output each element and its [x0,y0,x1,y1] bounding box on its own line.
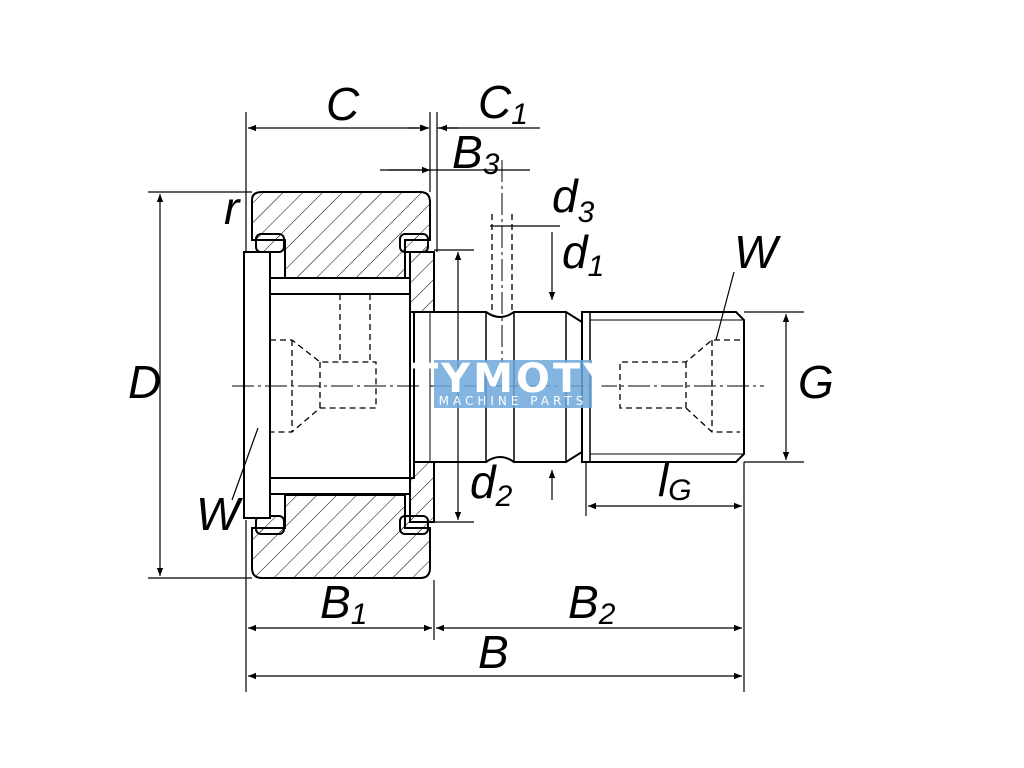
label-d3: d3 [552,170,595,229]
label-lG: lG [658,454,692,507]
watermark: TYMOTY MACHINE PARTS [411,356,615,408]
label-G: G [798,356,834,408]
watermark-subtitle: MACHINE PARTS [439,394,588,408]
label-B2: B2 [568,576,616,631]
watermark-box [434,360,592,408]
extension-lines [148,112,804,692]
outer-ring [251,191,431,579]
leader-lines [231,271,735,501]
label-B3: B3 [452,126,500,181]
labels: C C1 B3 d3 d1 W r D G d2 lG W B1 B2 B [128,76,834,678]
label-B1: B1 [320,576,367,631]
watermark-title: TYMOTY [411,356,615,402]
label-W-top: W [734,226,782,278]
label-W-bottom: W [196,488,244,540]
label-d1: d1 [562,226,604,283]
label-B: B [478,626,509,678]
label-r: r [224,182,241,234]
label-D: D [128,356,161,408]
label-C1: C1 [478,76,528,131]
label-C: C [326,78,360,130]
label-d2: d2 [470,456,513,513]
